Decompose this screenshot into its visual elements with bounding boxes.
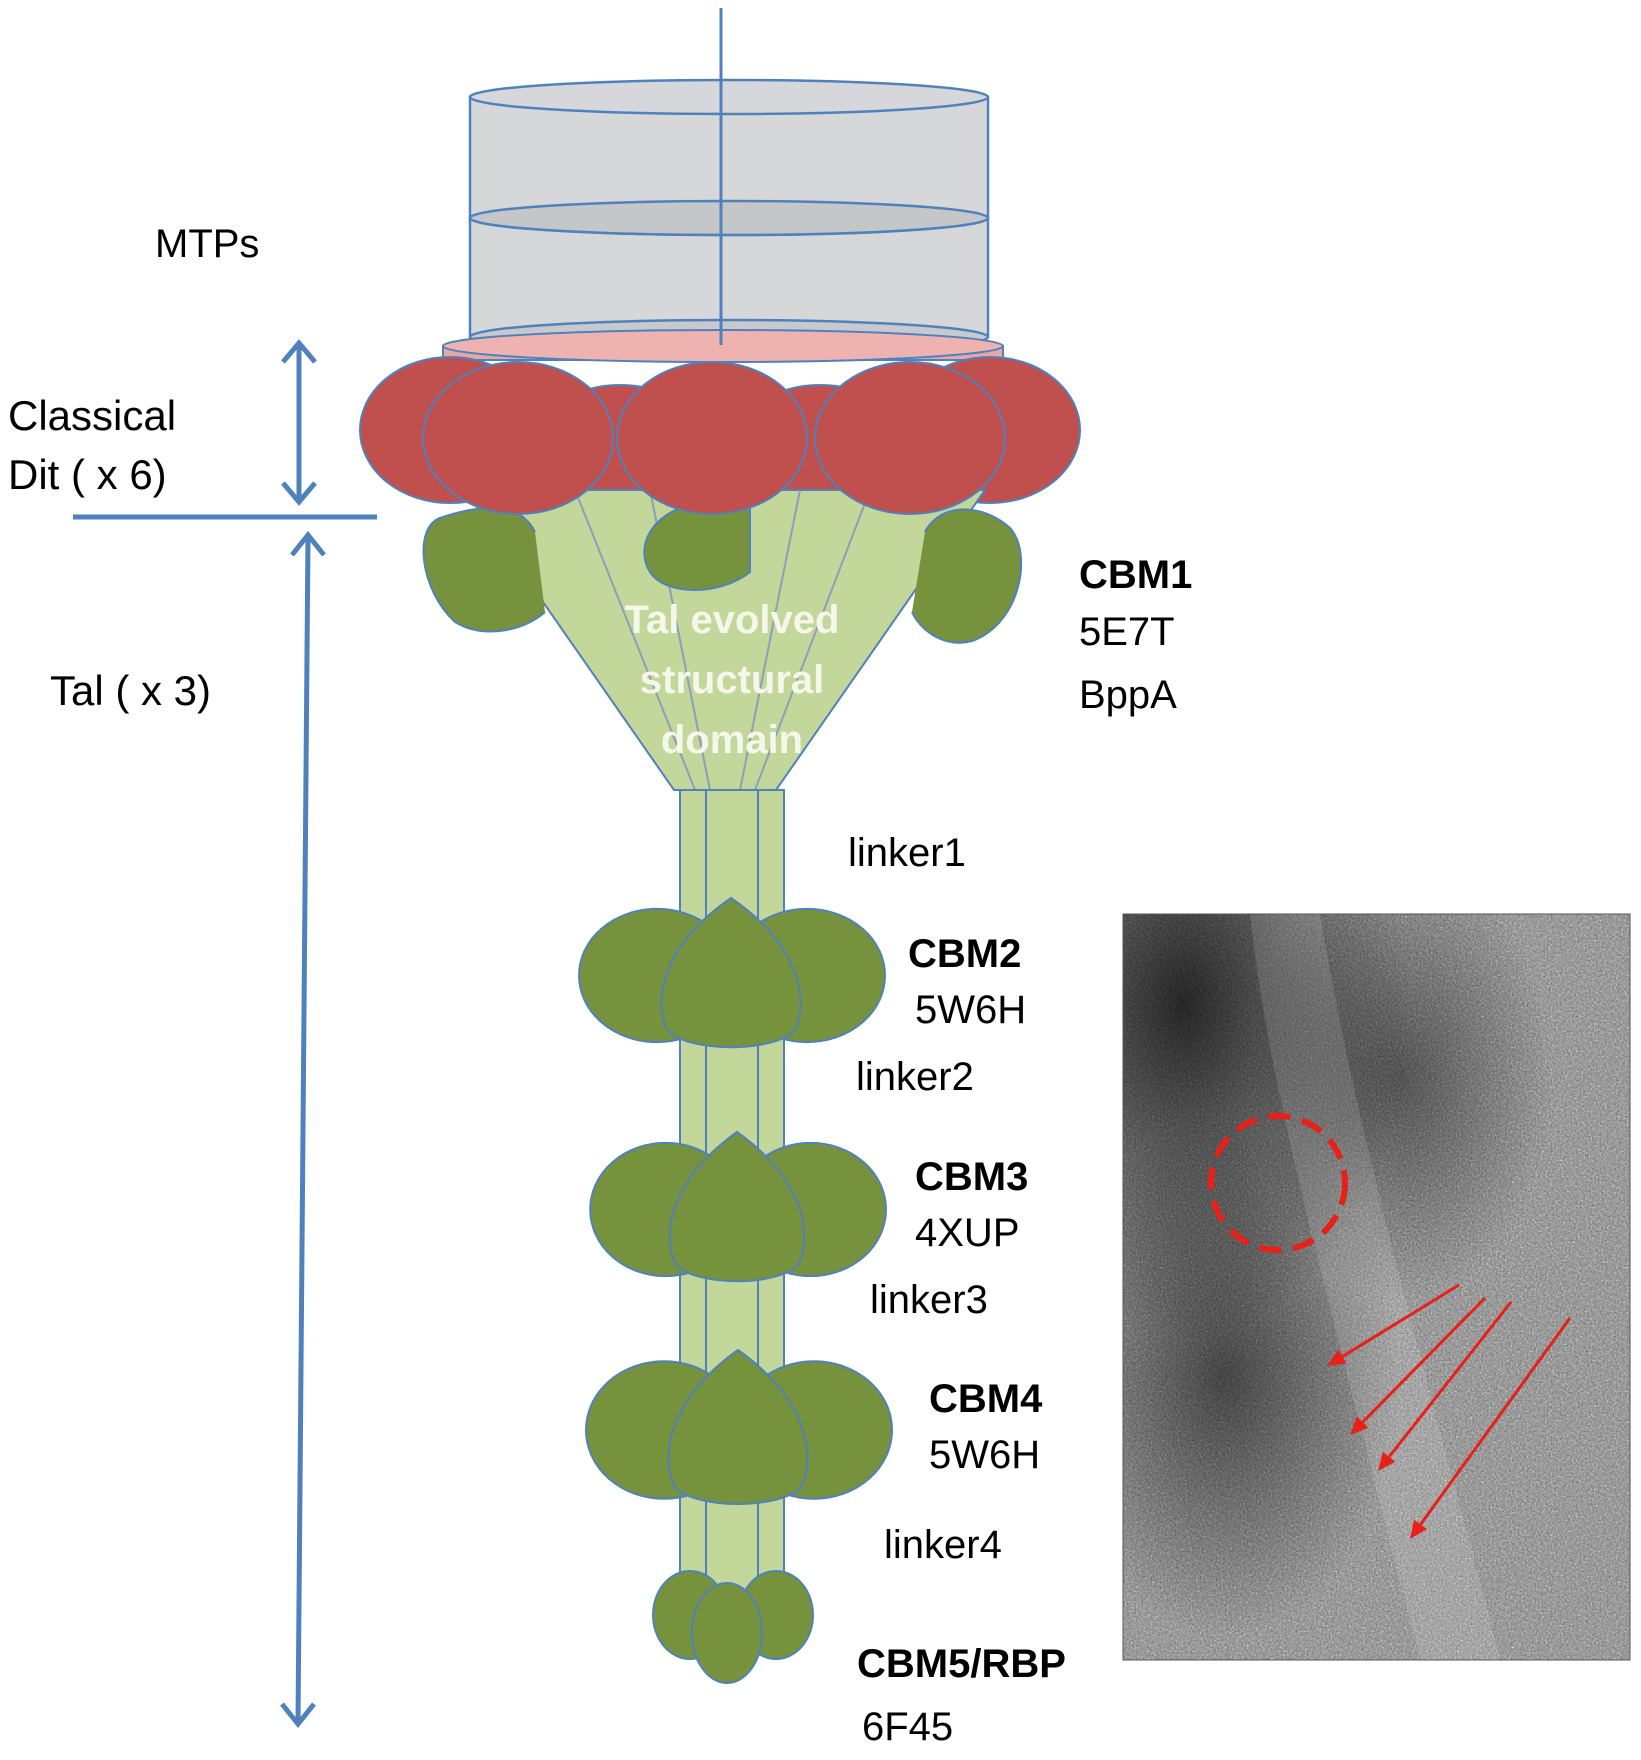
linker4-label: linker4 [884, 1523, 1002, 1567]
classical-label-line1: Classical [8, 392, 176, 439]
cbm4-center-lobe [667, 1348, 809, 1505]
linker2-label: linker2 [856, 1055, 974, 1099]
tal-height-arrow [280, 530, 326, 1729]
cbm5-pdb: 6F45 [862, 1705, 953, 1749]
em-arrow-shaft-2 [1361, 1296, 1487, 1424]
cbm3-center-lobe [668, 1130, 806, 1283]
em-arrows-group [1327, 1283, 1572, 1539]
cbm5-shape [652, 1570, 814, 1684]
em-arrow-head-3 [1378, 1451, 1396, 1471]
em-arrow-head-1 [1327, 1349, 1347, 1366]
em-arrow-head-2 [1350, 1416, 1369, 1435]
linker1-label: linker1 [848, 831, 966, 875]
cbm2-pdb: 5W6H [915, 988, 1026, 1032]
cbm1-extra: BppA [1079, 673, 1177, 717]
cbm2-center-lobe [660, 896, 802, 1049]
dit-height-arrow [281, 339, 317, 506]
classical-label-line2: Dit ( x 6) [8, 451, 167, 498]
cbm5-name: CBM5/RBP [857, 1642, 1066, 1686]
em-arrow-head-4 [1410, 1519, 1428, 1539]
cbm2-name: CBM2 [908, 932, 1021, 976]
cbm1-shape [422, 500, 1023, 644]
em-arrow-shaft-1 [1341, 1283, 1460, 1358]
em-arrow-shaft-4 [1419, 1317, 1572, 1526]
linker3-label: linker3 [870, 1278, 988, 1322]
mtp-cylinder [468, 78, 990, 356]
cbm3-shape [589, 1130, 887, 1283]
cbm-lobes-group [578, 896, 893, 1684]
cbm4-name: CBM4 [929, 1377, 1043, 1421]
tal-domain-label-line1: Tal evolved [625, 598, 840, 642]
mtps-label: MTPs [155, 222, 259, 266]
cbm5-center-lobe [691, 1582, 763, 1684]
dit-ring-front [422, 361, 1006, 515]
tal-domain-label-line2: structural [640, 658, 825, 702]
highlight-circle [1208, 1113, 1348, 1253]
tal-label: Tal ( x 3) [50, 667, 211, 714]
cbm4-pdb: 5W6H [929, 1433, 1040, 1477]
cbm2-shape [578, 896, 886, 1049]
cbm3-pdb: 4XUP [915, 1211, 1020, 1255]
cbm4-shape [585, 1348, 893, 1505]
em-arrow-shaft-3 [1387, 1301, 1513, 1458]
cbm1-pdb: 5E7T [1079, 610, 1175, 654]
tal-domain-label-line3: domain [661, 718, 803, 762]
cbm3-name: CBM3 [915, 1155, 1028, 1199]
cbm1-name: CBM1 [1079, 553, 1192, 597]
em-micrograph [1122, 913, 1631, 1661]
